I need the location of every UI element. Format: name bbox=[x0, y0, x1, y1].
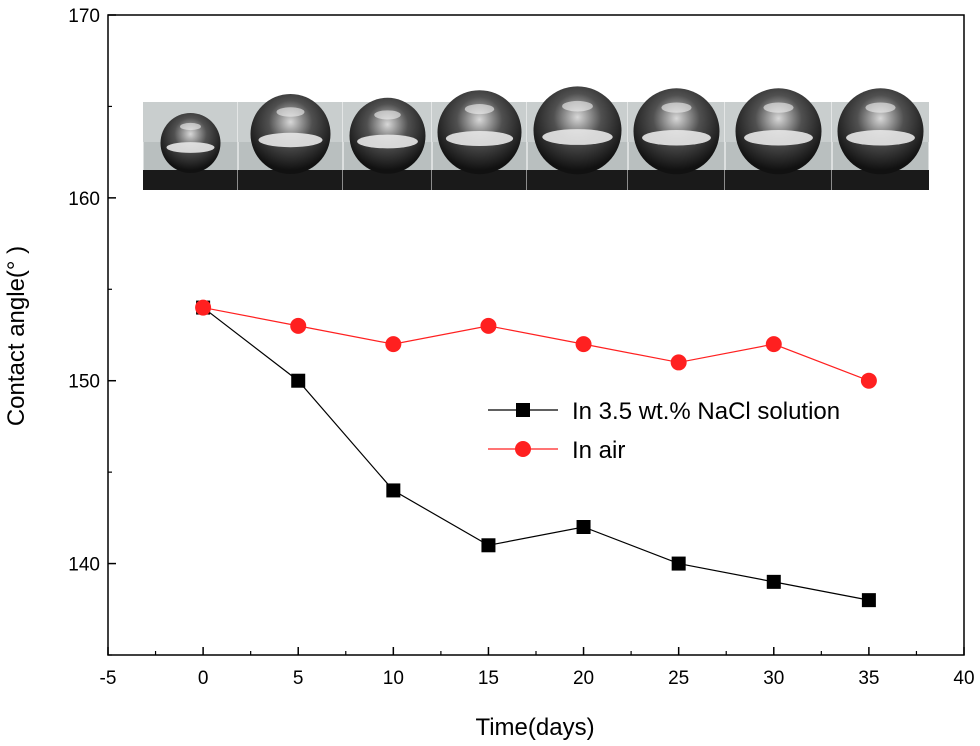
data-point bbox=[575, 336, 592, 353]
series-layer bbox=[195, 299, 877, 608]
data-point bbox=[670, 354, 687, 371]
x-tick-label: 10 bbox=[383, 668, 404, 689]
droplet-photo bbox=[342, 97, 433, 191]
legend: In 3.5 wt.% NaCl solution In air bbox=[488, 398, 840, 464]
x-tick-label: 0 bbox=[198, 668, 209, 689]
legend-marker bbox=[515, 441, 531, 457]
x-axis-title: Time(days) bbox=[475, 714, 594, 741]
series-air bbox=[195, 299, 877, 389]
data-point bbox=[480, 317, 497, 334]
droplet-photo bbox=[237, 94, 344, 191]
x-tick-label: 15 bbox=[478, 668, 499, 689]
x-tick-label: 40 bbox=[953, 668, 974, 689]
data-point bbox=[481, 538, 496, 553]
data-point bbox=[385, 336, 402, 353]
y-tick-label: 160 bbox=[68, 189, 100, 210]
y-tick-label: 150 bbox=[68, 372, 100, 393]
droplet-photo bbox=[142, 101, 239, 191]
legend-entry: In air bbox=[488, 437, 625, 464]
series-line bbox=[202, 307, 870, 601]
data-point bbox=[195, 299, 212, 316]
data-point bbox=[291, 373, 306, 388]
droplet-photo bbox=[431, 90, 528, 191]
legend-marker bbox=[516, 403, 530, 417]
data-point bbox=[766, 574, 781, 589]
x-tick-label: -5 bbox=[100, 668, 117, 689]
droplet-photo-strip bbox=[142, 86, 930, 191]
x-tick-label: 5 bbox=[293, 668, 304, 689]
x-tick-label: 25 bbox=[668, 668, 689, 689]
data-point bbox=[765, 336, 782, 353]
droplet-photo bbox=[627, 88, 726, 191]
droplet-photo bbox=[831, 88, 930, 191]
y-tick-label: 170 bbox=[68, 6, 100, 27]
legend-label: In air bbox=[572, 437, 625, 464]
series-line bbox=[202, 306, 870, 382]
x-tick-label: 20 bbox=[573, 668, 594, 689]
data-point bbox=[861, 593, 876, 608]
data-point bbox=[671, 556, 686, 571]
data-point bbox=[386, 483, 401, 498]
droplet-photo bbox=[724, 88, 833, 191]
legend-entry: In 3.5 wt.% NaCl solution bbox=[488, 398, 840, 425]
x-axis-ticks: -5 0 5 10 15 20 25 30 35 40 bbox=[100, 647, 975, 689]
legend-label: In 3.5 wt.% NaCl solution bbox=[572, 398, 840, 425]
y-axis-title: Contact angle(° ) bbox=[3, 246, 30, 426]
data-point bbox=[576, 520, 591, 534]
x-tick-label: 30 bbox=[763, 668, 784, 689]
data-point bbox=[860, 372, 877, 389]
y-tick-label: 140 bbox=[68, 555, 100, 576]
series-nacl bbox=[196, 300, 876, 608]
droplet-photo bbox=[526, 86, 629, 191]
data-point bbox=[290, 317, 307, 334]
x-tick-label: 35 bbox=[858, 668, 879, 689]
y-axis-ticks: 140 150 160 170 bbox=[68, 6, 116, 656]
